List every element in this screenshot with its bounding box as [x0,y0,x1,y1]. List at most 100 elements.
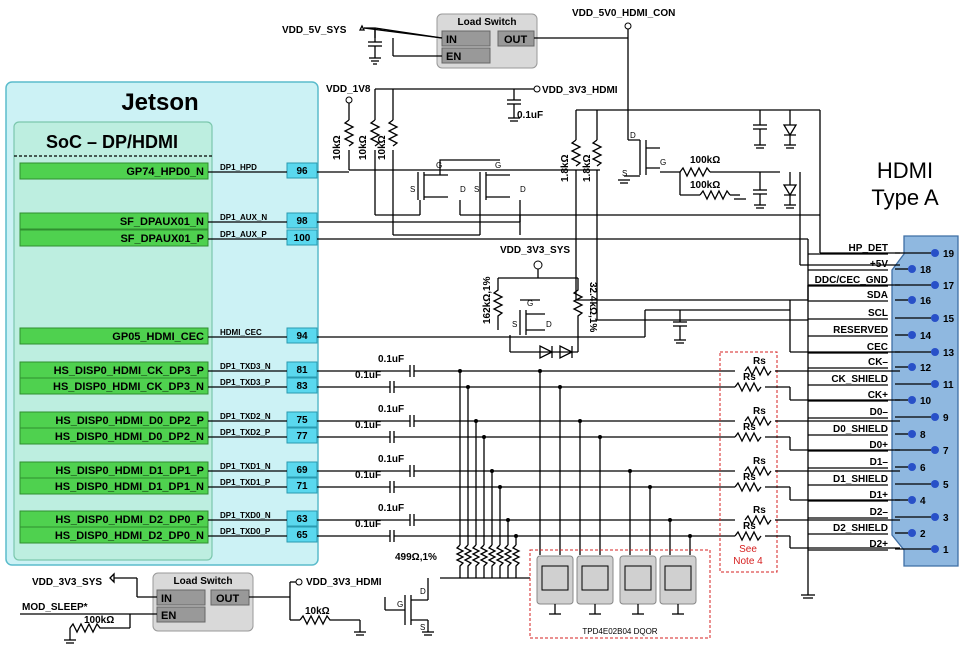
svg-text:D: D [420,587,426,596]
net-label: DP1_TXD1_P [220,478,271,487]
hdmi-pin-number: 7 [943,446,949,457]
pin-number: 69 [296,465,308,476]
svg-text:D: D [520,185,526,194]
cap-value: 0.1uF [355,370,381,381]
rail-vdd-3v3-sys-mid: VDD_3V3_SYS [500,245,570,256]
hdmi-pin-number: 15 [943,314,955,325]
hdmi-pin-number: 4 [920,496,926,507]
pin-number: 100 [294,233,311,244]
pin-number-box [286,510,318,527]
hdmi-pin-label: HP_DET [849,243,888,254]
svg-text:S: S [512,320,517,329]
hdmi-pin-number: 2 [920,529,926,540]
cap-value: 0.1uF [378,354,404,365]
soc-signal-box [19,377,209,395]
pin-number: 77 [296,431,308,442]
mosfet-aux-p: G S D [474,161,526,200]
net-label: DP1_TXD3_P [220,378,271,387]
soc-signal-label: SF_DPAUX01_N [120,216,204,228]
hdmi-pin-label: D1_SHIELD [833,474,888,485]
pin-number-box [286,361,318,378]
hdmi-title-line2: Type A [871,185,939,210]
cap-top-value: 0.1uF [517,110,543,121]
hdmi-pin-number: 19 [943,249,955,260]
rs-label: Rs [753,505,766,516]
hdmi-pin-label: SDA [867,290,888,301]
svg-text:G: G [660,158,666,167]
soc-signal-label: HS_DISP0_HDMI_D0_DP2_N [55,431,204,443]
soc-signal-label: GP05_HDMI_CEC [112,331,204,343]
rs-label: Rs [753,356,766,367]
pin-number: 83 [296,381,308,392]
soc-signal-label: HS_DISP0_HDMI_D1_DP1_N [55,481,204,493]
hdmi-pin-number: 6 [920,463,926,474]
hdmi-pin-number: 5 [943,480,949,491]
hdmi-pin-number: 12 [920,363,932,374]
hdmi-pin-number: 10 [920,396,932,407]
svg-text:D: D [460,185,466,194]
load-switch-bottom-en: EN [161,610,176,622]
see-note-line2: Note 4 [733,556,763,567]
r-324k: 32.4kΩ,1% [587,282,598,332]
pin-number: 96 [296,166,308,177]
hdmi-pin-number: 8 [920,430,926,441]
pin-number: 81 [296,365,308,376]
r-10k-1: 10kΩ [332,135,343,160]
rs-label: Rs [743,372,756,383]
svg-text:G: G [397,600,403,609]
jetson-title: Jetson [121,89,198,116]
hdmi-pin-label: D1– [870,457,889,468]
svg-text:S: S [410,185,415,194]
hdmi-pin-label: D0_SHIELD [833,424,888,435]
net-label: DP1_AUX_N [220,213,267,222]
net-label: DP1_HPD [220,163,257,172]
svg-text:S: S [474,185,479,194]
svg-text:D: D [630,131,636,140]
pin-number: 75 [296,415,308,426]
net-label: DP1_TXD2_N [220,412,271,421]
rs-label: Rs [753,406,766,417]
soc-signal-label: HS_DISP0_HDMI_D0_DP2_P [55,415,204,427]
hdmi-pin-number: 14 [920,331,932,342]
rs-label: Rs [743,521,756,532]
net-label: DP1_TXD1_N [220,462,271,471]
pin-number-box [286,461,318,478]
hdmi-pin-number: 16 [920,296,932,307]
hdmi-pin-number: 11 [943,380,954,391]
pin-number-box [286,427,318,444]
soc-signal-box [19,427,209,445]
soc-signal-label: HS_DISP0_HDMI_D1_DP1_P [55,465,204,477]
rail-vdd-3v3-hdmi-top: VDD_3V3_HDMI [542,85,618,96]
pin-number: 94 [296,331,308,342]
esd-box [529,549,711,639]
hdmi-pin-label: D0– [870,407,889,418]
mosfet-aux-n: G S D [410,159,500,200]
r-1k8-1: 1.8kΩ [560,155,571,182]
cap-value: 0.1uF [355,420,381,431]
hdmi-pin-number: 1 [943,545,949,556]
hdmi-pin-label: CEC [867,342,888,353]
svg-text:D: D [546,320,552,329]
hdmi-pin-label: SCL [868,308,888,319]
load-switch-bottom-in: IN [161,593,172,605]
hdmi-pin-number: 3 [943,513,949,524]
r-100k-1: 100kΩ [690,155,720,166]
cap-value: 0.1uF [355,470,381,481]
resistor-10k-group: 10kΩ 10kΩ 10kΩ [332,119,399,160]
soc-signal-label: HS_DISP0_HDMI_CK_DP3_N [53,381,204,393]
rail-vdd-1v8: VDD_1V8 [326,84,371,95]
pin-number-box [286,477,318,494]
pin-number-box [286,229,318,246]
soc-signal-label: HS_DISP0_HDMI_D2_DP0_N [55,530,204,542]
rs-label: Rs [743,472,756,483]
soc-signal-label: HS_DISP0_HDMI_D2_DP0_P [55,514,204,526]
soc-title: SoC – DP/HDMI [46,132,178,152]
hdmi-pin-label: CK– [868,357,888,368]
pin-number-box [286,162,318,179]
esd-part: TPD4E02B04 DQOR [582,627,657,636]
cap-value: 0.1uF [378,404,404,415]
soc-signal-box [19,526,209,544]
svg-text:S: S [420,623,425,632]
rail-mod-sleep: MOD_SLEEP* [22,602,88,613]
